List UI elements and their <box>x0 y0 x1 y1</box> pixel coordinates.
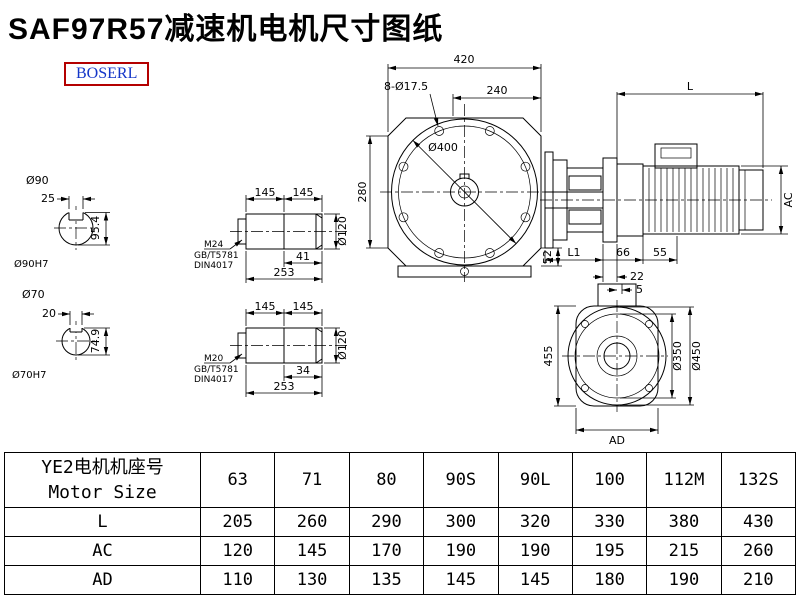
shaft2-thread-label: M20 <box>204 354 223 364</box>
cell-AC-7: 260 <box>720 536 797 566</box>
table-row-AD: AD 110 130 135 145 145 180 190 210 <box>4 565 797 595</box>
table-row-L: L 205 260 290 300 320 330 380 430 <box>4 507 797 537</box>
cell-AC-2: 170 <box>348 536 425 566</box>
dim-dia-450-label: Ø450 <box>690 341 703 371</box>
dim-bolt-holes-label: 8-Ø17.5 <box>384 80 428 93</box>
shaft-end-section-70: 20 74.9 Ø70 Ø70H7 <box>12 288 110 381</box>
output-flange-view: 455 Ø350 Ø450 AD <box>542 283 703 447</box>
motor-size-63: 63 <box>199 452 276 508</box>
cell-AC-4: 190 <box>497 536 573 566</box>
dim-455-label: 455 <box>542 346 555 367</box>
cell-AD-3: 145 <box>423 565 499 595</box>
dim-shaft1-145a-label: 145 <box>255 186 276 199</box>
cell-AD-7: 210 <box>720 565 797 595</box>
dim-5-label: 5 <box>636 283 643 296</box>
cell-AD-1: 130 <box>274 565 350 595</box>
dim-key-height-90-label: 95.4 <box>89 216 102 241</box>
cell-AC-0: 120 <box>199 536 276 566</box>
dim-AD-label: AD <box>609 434 625 447</box>
cell-AD-2: 135 <box>348 565 425 595</box>
dim-shaft1-41-label: 41 <box>296 250 310 263</box>
shaft1-thread-label: M24 <box>204 240 223 250</box>
cell-AD-0: 110 <box>199 565 276 595</box>
dim-shaft2-34-label: 34 <box>296 364 310 377</box>
dim-key-height-70-label: 74.9 <box>89 329 102 354</box>
motor-side-view: L AC L1 66 55 22 5 <box>540 80 795 296</box>
dim-shaft2-dia120-label: Ø120 <box>336 330 349 360</box>
cell-AC-6: 215 <box>646 536 722 566</box>
motor-size-table: YE2电机机座号 Motor Size 63 71 80 90S 90L 100… <box>4 452 797 595</box>
cell-AD-5: 180 <box>571 565 648 595</box>
hollow-shaft-m20: 145 145 Ø120 M20 GB/T5781 DIN4017 34 253 <box>194 300 349 397</box>
dim-dia-90-label: Ø90 <box>26 174 49 187</box>
row-label-AC: AC <box>4 536 201 566</box>
dim-22-label: 22 <box>630 270 644 283</box>
dim-shaft2-145a-label: 145 <box>255 300 276 313</box>
cell-AC-5: 195 <box>571 536 648 566</box>
dim-55-label: 55 <box>653 246 667 259</box>
boserl-logo: BOSERL <box>64 62 150 86</box>
dim-AC-label: AC <box>782 192 795 207</box>
page-title: SAF97R57减速机电机尺寸图纸 <box>8 13 444 46</box>
table-header-row: YE2电机机座号 Motor Size 63 71 80 90S 90L 100… <box>4 452 797 508</box>
logo-text: BOSERL <box>76 65 138 82</box>
motor-size-100: 100 <box>571 452 648 508</box>
row-label-AD: AD <box>4 565 201 595</box>
dim-shaft1-dia120-label: Ø120 <box>336 216 349 246</box>
cell-L-7: 430 <box>720 507 797 537</box>
motor-size-90l: 90L <box>497 452 573 508</box>
dim-shaft2-253-label: 253 <box>274 380 295 393</box>
hollow-shaft-m24: 145 145 Ø120 M24 GB/T5781 DIN4017 41 253 <box>194 186 349 283</box>
cell-AD-6: 190 <box>646 565 722 595</box>
dim-280-label: 280 <box>356 182 369 203</box>
cell-L-1: 260 <box>274 507 350 537</box>
shaft2-std1-label: GB/T5781 <box>194 365 239 375</box>
cell-L-6: 380 <box>646 507 722 537</box>
dim-dia-400-label: Ø400 <box>428 141 458 154</box>
cell-L-5: 330 <box>571 507 648 537</box>
motor-size-90s: 90S <box>423 452 499 508</box>
dim-L-label: L <box>687 80 694 93</box>
header-label-cell: YE2电机机座号 Motor Size <box>4 452 201 508</box>
cell-L-4: 320 <box>497 507 573 537</box>
dim-fit-70h7-label: Ø70H7 <box>12 369 46 381</box>
dim-52-label: 52 <box>541 250 554 264</box>
dim-dia-350-label: Ø350 <box>671 341 684 371</box>
dim-shaft1-253-label: 253 <box>274 266 295 279</box>
table-row-AC: AC 120 145 170 190 190 195 215 260 <box>4 536 797 566</box>
technical-drawing: 25 95.4 Ø90 Ø90H7 20 74.9 Ø70 <box>12 53 795 447</box>
motor-size-112m: 112M <box>646 452 722 508</box>
cell-AD-4: 145 <box>497 565 573 595</box>
shaft-end-section-90: 25 95.4 Ø90 Ø90H7 <box>14 174 110 270</box>
cell-AC-1: 145 <box>274 536 350 566</box>
dim-240-label: 240 <box>487 84 508 97</box>
cell-L-0: 205 <box>199 507 276 537</box>
dim-66-label: 66 <box>616 246 630 259</box>
motor-size-80: 80 <box>348 452 425 508</box>
dim-key-width-70-label: 20 <box>42 307 56 320</box>
motor-size-132s: 132S <box>720 452 797 508</box>
dim-shaft2-145b-label: 145 <box>293 300 314 313</box>
cell-L-3: 300 <box>423 507 499 537</box>
shaft2-std2-label: DIN4017 <box>194 375 233 385</box>
cell-AC-3: 190 <box>423 536 499 566</box>
dim-420-label: 420 <box>454 53 475 66</box>
header-label-cn: YE2电机机座号 <box>41 457 164 478</box>
row-label-L: L <box>4 507 201 537</box>
dim-dia-70-label: Ø70 <box>22 288 45 301</box>
dim-fit-90h7-label: Ø90H7 <box>14 258 48 270</box>
shaft1-std1-label: GB/T5781 <box>194 251 239 261</box>
motor-size-71: 71 <box>274 452 350 508</box>
dim-key-width-90-label: 25 <box>41 192 55 205</box>
cell-L-2: 290 <box>348 507 425 537</box>
dim-shaft1-145b-label: 145 <box>293 186 314 199</box>
header-label-en: Motor Size <box>48 482 157 503</box>
gearbox-front-view: 420 240 8-Ø17.5 Ø400 280 52 <box>356 53 562 282</box>
dim-L1-label: L1 <box>567 246 580 259</box>
shaft1-std2-label: DIN4017 <box>194 261 233 271</box>
